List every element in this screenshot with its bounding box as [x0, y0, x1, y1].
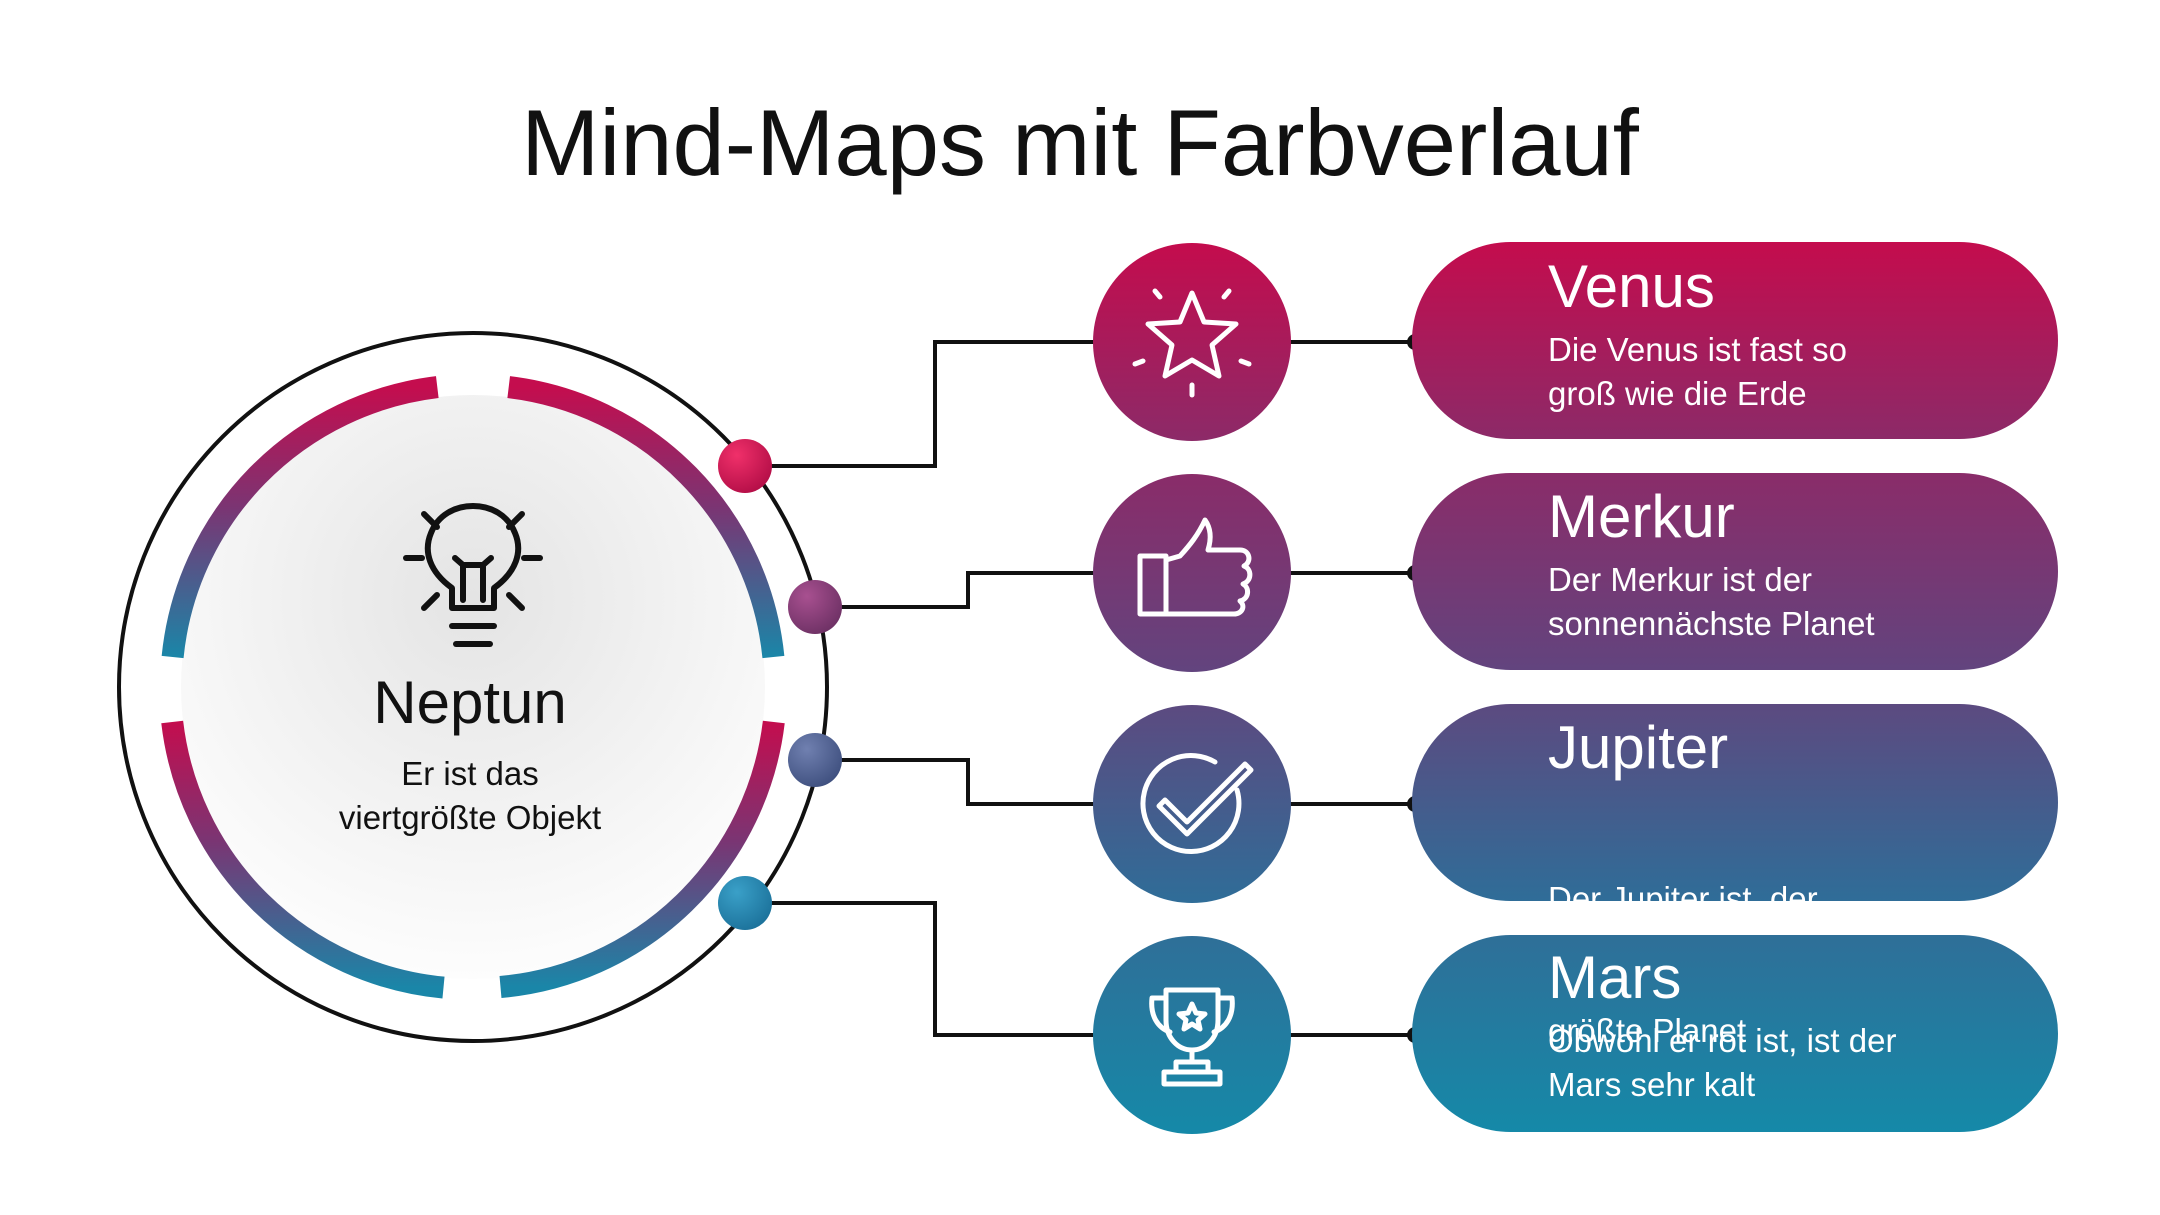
ring-dot-jupiter: [788, 733, 842, 787]
connector-merkur: [815, 571, 1100, 609]
center-hub: [117, 331, 829, 1043]
trophy-icon: [1149, 987, 1235, 1087]
center-title: Neptun: [373, 669, 567, 736]
item-description-line: Mars sehr kalt: [1548, 1066, 1756, 1103]
check-circle-icon: [1140, 753, 1254, 854]
item-jupiter: Jupiter Der Jupiter ist der größte Plane…: [1548, 715, 2068, 1141]
thumbs-up-icon: [1137, 517, 1253, 617]
inner-disc: [181, 395, 765, 979]
item-description: Obwohl er rot ist, ist der Mars sehr kal…: [1548, 1019, 2068, 1107]
item-description-line: größte Planet: [1548, 1012, 1747, 1049]
lightbulb-icon: [403, 503, 543, 647]
pills: [1412, 242, 2058, 1132]
ring-segment-top-left: [161, 376, 439, 659]
item-title: Merkur: [1548, 483, 1735, 550]
connector-lines: [745, 340, 1415, 1037]
center-description-line: viertgrößte Objekt: [338, 799, 602, 836]
item-mars: Mars Obwohl er rot ist, ist der Mars seh…: [1548, 945, 2068, 1107]
item-merkur: Merkur Der Merkur ist der sonnennächste …: [1548, 484, 2068, 646]
icon-circle-venus: [1093, 243, 1291, 441]
ring-segment-bottom-left: [161, 720, 445, 999]
pill-end-dots: [1407, 334, 1423, 1043]
icon-circle-jupiter: [1093, 705, 1291, 903]
item-description: Die Venus ist fast so groß wie die Erde: [1548, 328, 2068, 416]
center-description: Er ist das viertgrößte Objekt: [270, 752, 670, 840]
ring-segment-top-right: [507, 376, 785, 659]
ring-segment-bottom-right: [499, 720, 785, 998]
pill-merkur: [1412, 473, 2058, 670]
ring-dot-merkur: [788, 580, 842, 634]
item-description-line: sonnennächste Planet: [1548, 605, 1875, 642]
ring-dots: [718, 439, 842, 930]
item-title: Mars: [1548, 944, 1682, 1011]
connector-mars: [745, 901, 1100, 1037]
page-title: Mind-Maps mit Farbverlauf: [521, 90, 1639, 195]
pill-jupiter: [1412, 704, 2058, 901]
item-description-line: Der Jupiter ist der: [1548, 880, 1818, 917]
connector-venus: [745, 340, 1100, 468]
item-description: Der Jupiter ist der größte Planet: [1548, 789, 2068, 1141]
center-description-line: Er ist das: [401, 755, 539, 792]
pill-venus: [1412, 242, 2058, 439]
pill-mars: [1412, 935, 2058, 1132]
item-description-line: groß wie die Erde: [1548, 375, 1807, 412]
star-icon: [1132, 288, 1252, 398]
item-description-line: Der Merkur ist der: [1548, 561, 1813, 598]
ring-dot-mars: [718, 876, 772, 930]
icon-circles: [1093, 243, 1291, 1134]
item-venus: Venus Die Venus ist fast so groß wie die…: [1548, 254, 2068, 416]
item-description-line: Obwohl er rot ist, ist der: [1548, 1022, 1897, 1059]
ring-dot-venus: [718, 439, 772, 493]
gradient-ring-segments: [161, 376, 785, 999]
item-description-line: Die Venus ist fast so: [1548, 331, 1847, 368]
item-title: Venus: [1548, 253, 1715, 320]
item-description: Der Merkur ist der sonnennächste Planet: [1548, 558, 2068, 646]
icon-circle-mars: [1093, 936, 1291, 1134]
icon-circle-merkur: [1093, 474, 1291, 672]
connector-jupiter: [815, 758, 1100, 806]
item-title: Jupiter: [1548, 714, 1729, 781]
